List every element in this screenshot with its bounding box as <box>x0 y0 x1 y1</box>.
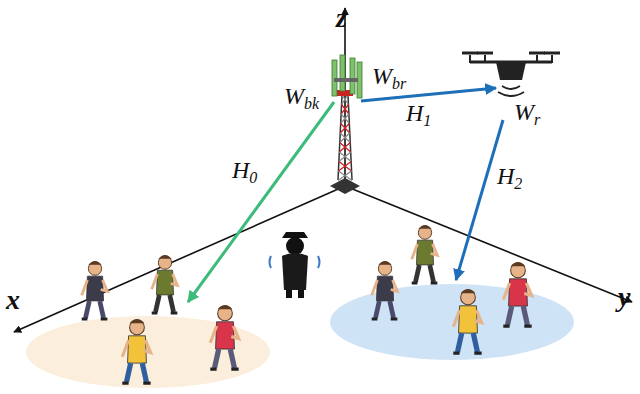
axis-label: z <box>336 4 347 32</box>
user-figure <box>152 255 178 313</box>
relay-downlink-arrow <box>456 120 503 280</box>
symbol-label: H1 <box>406 101 431 129</box>
symbol-label: H0 <box>232 158 257 186</box>
user-figure <box>503 262 531 326</box>
symbol-label: Wbr <box>372 64 406 92</box>
tower-base <box>330 178 360 194</box>
user-figure <box>122 319 150 383</box>
axis-label: y <box>618 283 630 311</box>
axis-label: x <box>6 286 20 314</box>
user-figure <box>412 225 438 283</box>
eavesdropper <box>270 232 320 298</box>
y-axis <box>345 186 632 302</box>
user-area-left <box>26 316 270 388</box>
relay-link-arrow <box>361 88 496 101</box>
user-figure <box>372 261 398 319</box>
user-figure <box>453 289 481 353</box>
user-area-right <box>330 284 574 360</box>
user-figure <box>82 261 108 319</box>
symbol-label: H2 <box>497 164 522 192</box>
symbol-label: Wr <box>514 100 540 128</box>
direct-link-arrow <box>188 102 334 302</box>
x-axis <box>14 186 345 332</box>
symbol-label: Wbk <box>284 84 319 112</box>
z-axis <box>344 8 346 186</box>
user-figure <box>210 305 238 369</box>
base-station-tower <box>332 55 362 181</box>
